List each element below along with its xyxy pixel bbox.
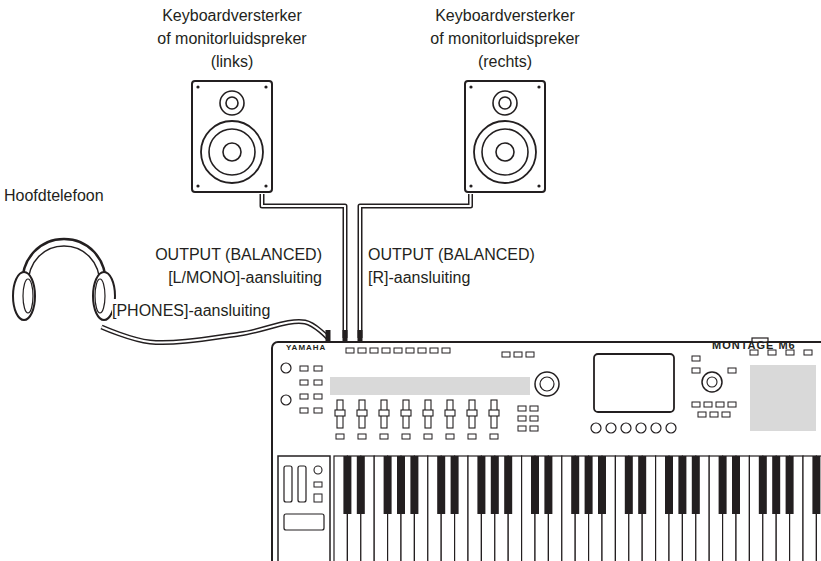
brand-logo: YAMAHA <box>286 343 326 353</box>
speaker-illustration <box>190 79 274 194</box>
headphones-node: Hoofdtelefoon <box>4 186 129 327</box>
connector-label: OUTPUT (BALANCED) [L/MONO]-aansluiting <box>147 243 322 289</box>
keyboard-illustration <box>272 338 821 561</box>
headphones-illustration <box>4 212 124 327</box>
connector-label: [PHONES]-aansluiting <box>112 299 270 322</box>
speaker-illustration <box>463 79 547 194</box>
model-logo: MONTAGE M6 <box>712 339 796 352</box>
keyboard-node: YAMAHA MONTAGE M6 <box>272 338 821 561</box>
cable-connector <box>102 321 329 342</box>
speaker-label: Keyboardversterker of monitorluidspreker… <box>157 4 307 73</box>
headphones-label: Hoofdtelefoon <box>4 186 129 206</box>
cable-outline <box>102 321 329 342</box>
connector-label: OUTPUT (BALANCED) [R]-aansluiting <box>368 243 543 289</box>
speaker-label: Keyboardversterker of monitorluidspreker… <box>430 4 580 73</box>
speaker-node: Keyboardversterker of monitorluidspreker… <box>430 4 580 194</box>
cable-core <box>102 321 329 342</box>
speaker-node: Keyboardversterker of monitorluidspreker… <box>157 4 307 194</box>
